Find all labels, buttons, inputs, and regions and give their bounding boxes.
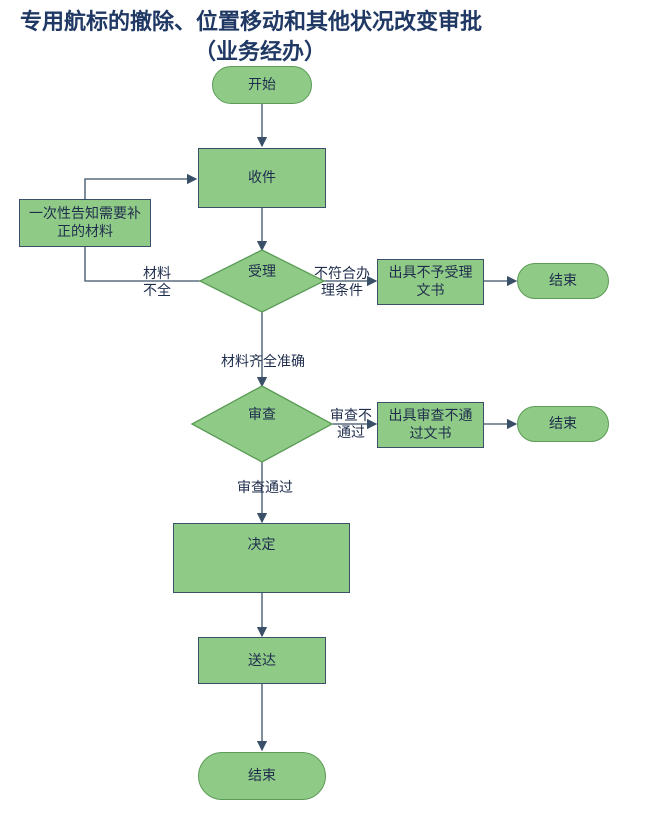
label-not-qualified: 不符合办理条件 [314,266,370,299]
accept-diamond-shape [198,249,326,313]
review-decision: 审查 [248,407,276,423]
end-node-3: 结束 [198,752,326,800]
decide-node: 决定 [173,523,350,593]
label-review-fail: 审查不通过 [330,408,372,441]
end-node-2: 结束 [517,406,609,442]
label-review-pass: 审查通过 [237,480,293,496]
reject-doc-node: 出具不予受理文书 [377,259,484,305]
accept-decision: 受理 [248,264,276,280]
deliver-node: 送达 [198,637,326,684]
diagram-title: 专用航标的撤除、位置移动和其他状况改变审批 [20,9,483,35]
label-complete: 材料齐全准确 [221,354,305,370]
fail-doc-node: 出具审查不通过文书 [377,402,484,448]
receive-node: 收件 [198,148,326,208]
notify-node: 一次性告知需要补正的材料 [19,199,151,247]
label-incomplete: 材料不全 [143,266,171,299]
review-diamond-shape [190,385,334,463]
end-node-1: 结束 [517,263,609,299]
diagram-subtitle: （业务经办） [193,39,326,65]
start-node: 开始 [212,66,312,104]
